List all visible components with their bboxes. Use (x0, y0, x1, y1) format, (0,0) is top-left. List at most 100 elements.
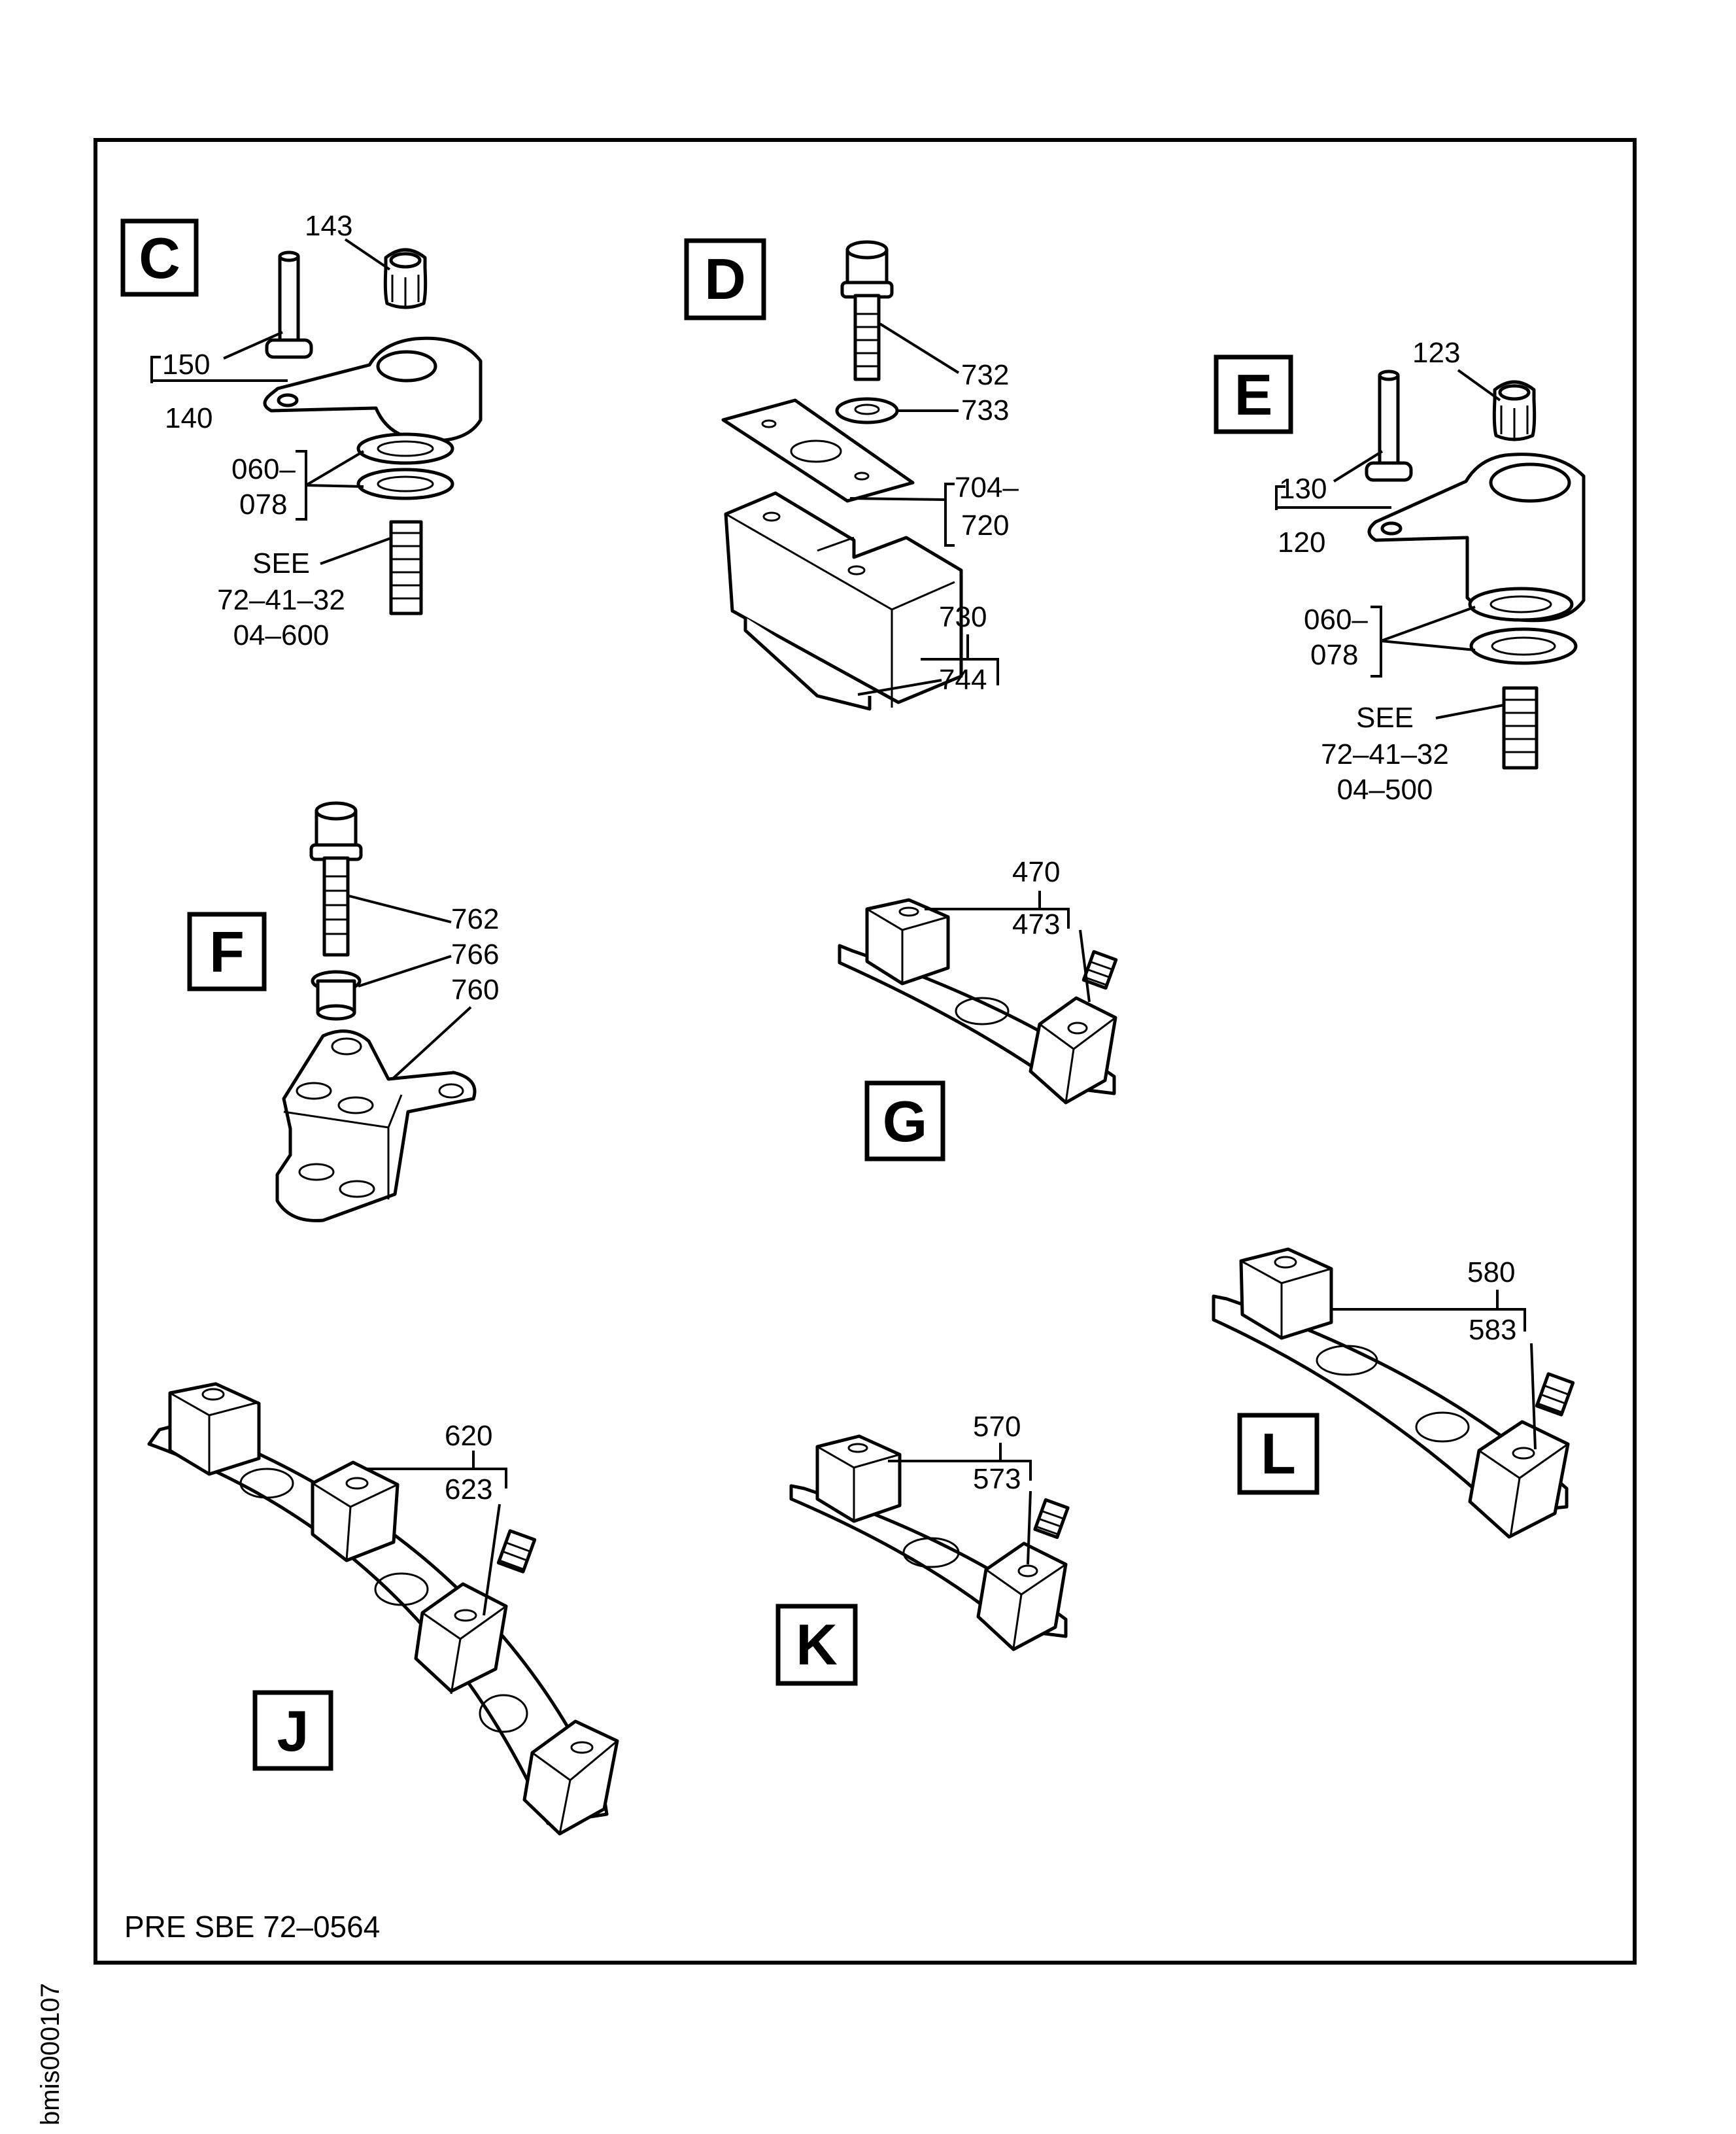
view-c: C (120, 210, 483, 651)
bracket-570-573 (888, 1443, 1032, 1481)
callout-760: 760 (451, 974, 499, 1006)
view-label-d: D (704, 247, 746, 311)
view-label-box-c (120, 218, 199, 297)
leader-130 (1333, 450, 1384, 483)
bracket-620-623 (367, 1451, 507, 1489)
callout-620: 620 (445, 1420, 492, 1452)
callout-573: 573 (973, 1463, 1021, 1495)
view-label-e: E (1234, 362, 1273, 427)
washers-060-078-e (1468, 587, 1578, 665)
bracket-060-078-c (296, 450, 307, 521)
callout-120: 120 (1278, 526, 1325, 559)
bushing-766 (311, 970, 362, 1021)
callout-730: 730 (939, 601, 987, 633)
callout-732: 732 (961, 359, 1009, 391)
leader-473 (1079, 929, 1091, 1003)
leader-573 (1027, 1490, 1032, 1565)
bracket-060-078-e (1370, 606, 1382, 678)
callout-470: 470 (1012, 856, 1060, 888)
see-figure-c: 04–600 (233, 619, 330, 651)
callout-733: 733 (961, 394, 1009, 426)
leader-623 (483, 1504, 501, 1616)
block-730-744 (724, 491, 963, 711)
bellcrank-120 (1367, 453, 1586, 623)
leader-766 (358, 955, 452, 988)
insert-623 (496, 1529, 537, 1574)
view-label-box-g (864, 1080, 945, 1162)
leader-060-c1 (305, 450, 365, 487)
callout-473: 473 (1012, 908, 1060, 940)
insert-583 (1535, 1372, 1575, 1417)
leader-see-c (320, 536, 393, 565)
leader-060-e1 (1380, 606, 1476, 642)
bracket-730-744 (921, 634, 999, 685)
figure-id-label: bmis000107 (36, 1983, 65, 2125)
leader-see-e (1435, 704, 1505, 719)
see-text-c: SEE (252, 547, 310, 579)
leader-744 (857, 679, 942, 696)
nut-123 (1492, 380, 1537, 441)
view-label-j: J (277, 1698, 309, 1763)
callout-744: 744 (939, 664, 987, 696)
view-label-box-j (252, 1690, 333, 1771)
bracket-580-583 (1333, 1290, 1526, 1332)
bracket-470-473 (925, 891, 1070, 929)
leader-060-c2 (305, 484, 364, 488)
segment-j (147, 1382, 619, 1836)
callout-140: 140 (165, 402, 213, 434)
leader-143 (344, 238, 391, 271)
view-g: G 470 473 (838, 856, 1118, 1162)
threaded-rod-c (389, 520, 423, 615)
insert-473 (1081, 950, 1118, 990)
callout-150: 150 (162, 349, 210, 381)
bolt-732 (840, 240, 894, 381)
leader-704 (849, 497, 946, 501)
view-j: J (147, 1382, 619, 1836)
leader-760 (391, 1006, 472, 1080)
bolt-762 (309, 801, 363, 957)
segment-l (1212, 1247, 1570, 1539)
view-label-box-e (1214, 354, 1293, 434)
view-label-k: K (796, 1612, 838, 1677)
leader-762 (349, 895, 452, 923)
callout-570: 570 (973, 1411, 1021, 1443)
leader-583 (1530, 1343, 1537, 1450)
callout-078-c: 078 (239, 489, 287, 521)
callout-762: 762 (451, 903, 499, 935)
bracket-760 (275, 1029, 477, 1222)
view-d: D (684, 238, 1019, 711)
bracket-150-140 (150, 356, 161, 383)
callout-130: 130 (1279, 473, 1327, 505)
callout-704: 704– (955, 472, 1019, 504)
callout-720: 720 (961, 509, 1009, 542)
see-figure-e: 04–500 (1337, 774, 1433, 806)
insert-573 (1033, 1498, 1070, 1540)
view-label-l: L (1261, 1421, 1296, 1486)
view-k: K 570 573 (775, 1411, 1070, 1686)
see-text-e: SEE (1356, 702, 1414, 734)
view-l: L 580 583 (1212, 1247, 1575, 1539)
washer-733 (835, 397, 899, 424)
view-label-f: F (209, 920, 245, 984)
callout-580: 580 (1467, 1256, 1515, 1288)
washers-060-078 (356, 432, 454, 500)
callout-583: 583 (1469, 1314, 1516, 1346)
callout-123: 123 (1412, 337, 1460, 369)
callout-143: 143 (305, 210, 352, 242)
view-label-c: C (139, 226, 180, 290)
callout-060-c: 060– (231, 453, 296, 485)
pin-150 (265, 250, 313, 359)
drawing-frame (94, 138, 1637, 1965)
plate-704-720 (721, 398, 915, 503)
threaded-rod-e (1502, 686, 1539, 770)
leader-732 (877, 322, 960, 374)
view-label-box-f (187, 912, 267, 991)
segment-k (789, 1434, 1068, 1651)
view-label-box-k (775, 1604, 858, 1686)
effectivity-note: PRE SBE 72–0564 (124, 1910, 380, 1944)
see-ref-c: 72–41–32 (217, 584, 345, 616)
pin-130 (1365, 370, 1413, 482)
view-e: E (1214, 337, 1586, 806)
bracket-130-120 (1275, 485, 1285, 510)
